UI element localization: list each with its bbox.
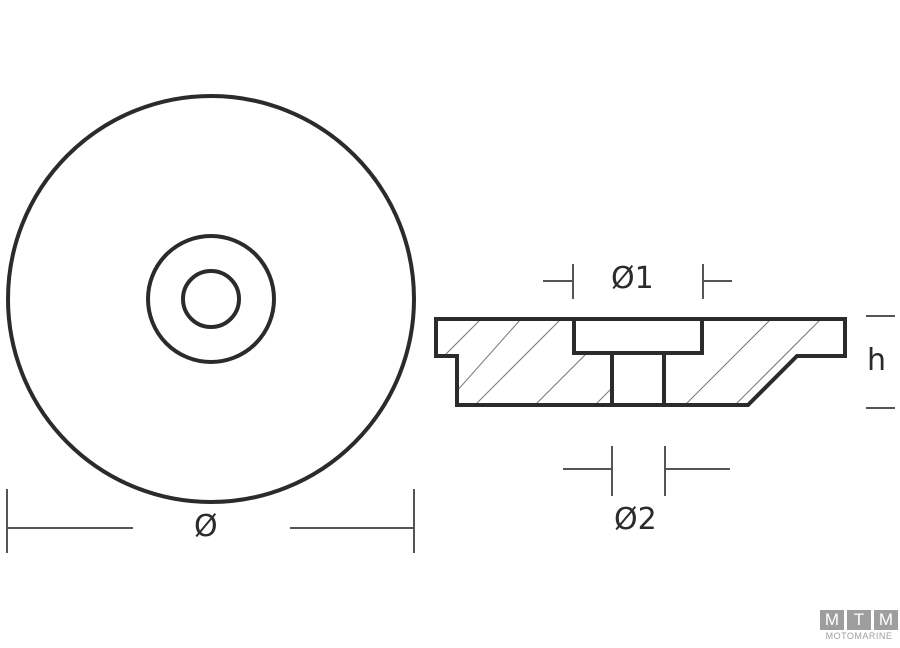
diameter-label: Ø: [194, 509, 218, 544]
logo-letter: T: [847, 610, 871, 630]
outer-circle: [6, 94, 416, 504]
d1-label: Ø1: [611, 261, 654, 296]
top-view: [6, 94, 416, 504]
d2-dimension: [563, 446, 730, 496]
d1-dimension: [543, 264, 732, 299]
counterbore: [574, 321, 702, 353]
diameter-dimension: [6, 489, 415, 553]
inner-circle: [181, 269, 241, 329]
motomarine-logo: M T M MOTOMARINE: [820, 610, 898, 641]
section-view: [434, 317, 847, 407]
logo-letter: M: [874, 610, 898, 630]
h-dimension: [866, 315, 895, 409]
height-label: h: [867, 343, 887, 378]
middle-circle: [146, 234, 276, 364]
d2-label: Ø2: [614, 502, 657, 537]
logo-text: MOTOMARINE: [825, 631, 893, 641]
bore: [612, 355, 664, 403]
logo-letter: M: [820, 610, 844, 630]
